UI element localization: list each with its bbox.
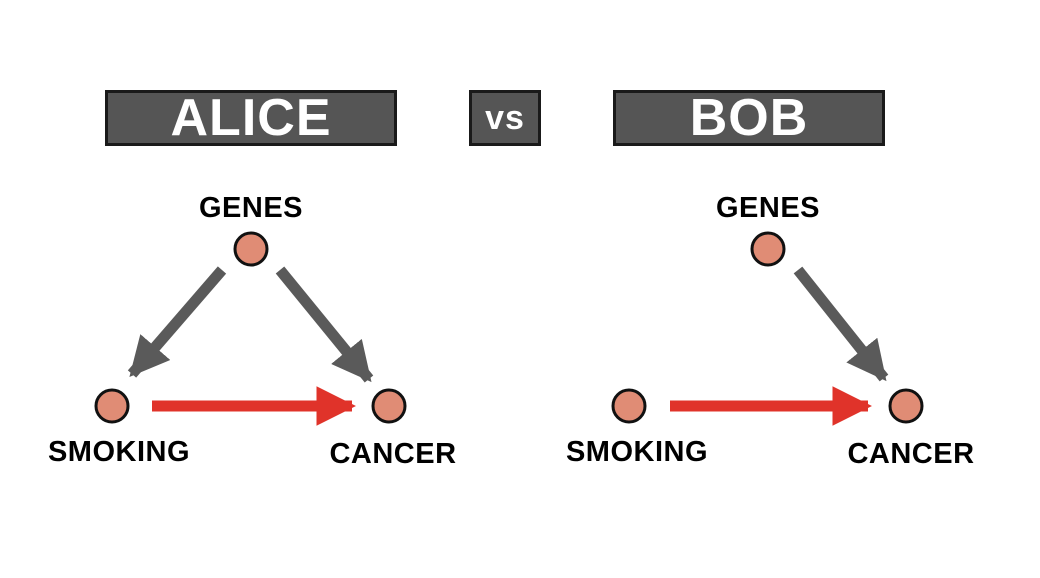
alice-node-cancer (371, 388, 407, 424)
alice-banner-label: ALICE (170, 89, 332, 147)
alice-arrow-genes-to-cancer (275, 266, 374, 383)
bob-label-cancer: CANCER (847, 438, 975, 470)
bob-banner-label: BOB (689, 89, 809, 147)
alice-label-genes: GENES (198, 192, 304, 224)
bob-node-smoking (611, 388, 647, 424)
alice-label-cancer: CANCER (329, 438, 457, 470)
alice-node-genes (233, 231, 269, 267)
bob-node-cancer (888, 388, 924, 424)
vs-banner-label: vs (485, 98, 525, 137)
alice-label-smoking: SMOKING (47, 436, 191, 468)
alice-arrow-genes-to-smoking (127, 266, 227, 378)
bob-node-genes (750, 231, 786, 267)
alice-node-smoking (94, 388, 130, 424)
bob-banner: BOB (613, 89, 885, 147)
bob-label-genes: GENES (715, 192, 821, 224)
vs-banner: vs (469, 90, 541, 146)
alice-banner: ALICE (105, 89, 397, 147)
bob-arrow-genes-to-cancer (793, 266, 889, 382)
bob-label-smoking: SMOKING (565, 436, 709, 468)
